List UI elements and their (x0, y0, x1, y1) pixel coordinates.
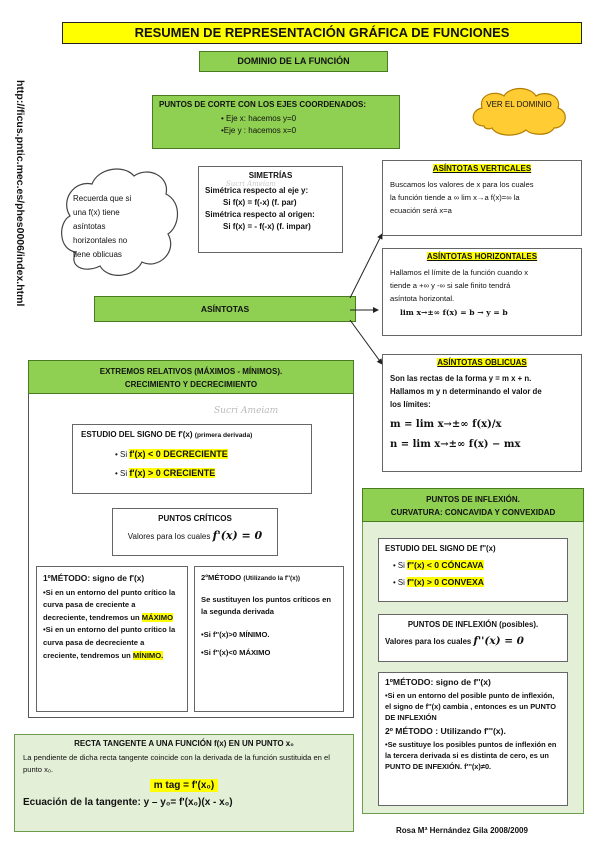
side-url[interactable]: http://ficus.pntic.mec.es/phes0006/index… (14, 80, 26, 307)
estudio1-prefix: • Si (115, 469, 128, 478)
recuerda-cloud (61, 168, 179, 276)
metodo1-title: 1ºMÉTODO: signo de f'(x) (43, 573, 145, 583)
simetrias-title: SIMETRÍAS (248, 171, 293, 180)
cortes-box: PUNTOS DE CORTE CON LOS EJES COORDENADOS… (152, 95, 400, 149)
horizontales-title: ASÍNTOTAS HORIZONTALES (426, 252, 538, 261)
simetrias-line: Si f(x) = f(-x) (f. par) (223, 198, 297, 207)
extremos-header: EXTREMOS RELATIVOS (MÁXIMOS - MÍNIMOS). … (28, 360, 354, 394)
horizontales-formula: lim x→±∞ f(x) = b → y = b (400, 308, 508, 317)
inflexion-title1: PUNTOS DE INFLEXIÓN. (426, 495, 520, 504)
metodo2-note: (Utilizando la f''(x)) (243, 575, 300, 582)
cloud-line: Recuerda que si (73, 194, 132, 203)
verticales-line: ecuación será x=a (390, 206, 452, 215)
inflexion-header: PUNTOS DE INFLEXIÓN. CURVATURA: CONCAVID… (362, 488, 584, 522)
metodos-inf-t2: 2º MÉTODO : Utilizando f'''(x). (385, 726, 506, 736)
verticales-line: Buscamos los valores de x para los cuale… (390, 180, 534, 189)
tangente-box: RECTA TANGENTE A UNA FUNCIÓN f(x) EN UN … (14, 734, 354, 832)
pinflex-box: PUNTOS DE INFLEXIÓN (posibles). Valores … (378, 614, 568, 662)
metodo2-item: •Si f''(x)<0 MÁXIMO (201, 647, 271, 657)
metodo2-p: Se sustituyen los puntos críticos en la … (201, 594, 331, 617)
asintotas-box: ASÍNTOTAS (94, 296, 356, 322)
asintotas-arrows (349, 233, 383, 365)
criticos-title: PUNTOS CRÍTICOS (158, 514, 232, 523)
oblicuas-line: los límites: (390, 400, 431, 409)
oblicuas-title: ASÍNTOTAS OBLICUAS (437, 358, 527, 367)
pinflex-text: Valores para los cuales (385, 637, 472, 646)
extremos-title2: CRECIMIENTO Y DECRECIMIENTO (124, 380, 258, 389)
author: Rosa Mª Hernández Gila 2008/2009 (396, 826, 528, 835)
estudio2-item: f''(x) > 0 CONVEXA (407, 577, 484, 587)
metodos-inf-box: 1ºMÉTODO: signo de f''(x) •Si en un ento… (378, 672, 568, 806)
verticales-title: ASÍNTOTAS VERTICALES (432, 164, 532, 173)
cloud-line: horizontales no (73, 236, 128, 245)
horizontales-line: tiende a +∞ y -∞ si sale finito tendrá (390, 281, 511, 290)
estudio2-title: ESTUDIO DEL SIGNO DE f''(x) (385, 544, 496, 553)
simetrias-box: SIMETRÍAS Simétrica respecto al eje y: S… (198, 166, 343, 253)
oblicuas-box: ASÍNTOTAS OBLICUAS Son las rectas de la … (382, 354, 582, 472)
estudio1-note: (primera derivada) (194, 432, 253, 439)
metodos-inf-t1: 1ºMÉTODO: signo de f''(x) (385, 677, 491, 687)
oblicuas-m: m = lim x→±∞ f(x)/x (390, 419, 502, 430)
ver-dominio-cloud (472, 87, 566, 136)
cortes-item: • Eje x: hacemos y=0 (221, 114, 297, 123)
watermark: Sucri Ameiam (226, 180, 276, 188)
tangente-title: RECTA TANGENTE A UNA FUNCIÓN f(x) EN UN … (74, 739, 294, 748)
estudio2-box: ESTUDIO DEL SIGNO DE f''(x) • Si f''(x) … (378, 538, 568, 602)
estudio2-prefix: • Si (393, 578, 405, 587)
metodo2-box: 2ºMÉTODO (Utilizando la f''(x)) Se susti… (194, 566, 344, 712)
verticales-box: ASÍNTOTAS VERTICALES Buscamos los valore… (382, 160, 582, 236)
dominio-box: DOMINIO DE LA FUNCIÓN (199, 51, 388, 72)
pinflex-formula: f''(x) = 0 (473, 635, 524, 647)
metodo1-box: 1ºMÉTODO: signo de f'(x) •Si en un entor… (36, 566, 188, 712)
estudio1-title: ESTUDIO DEL SIGNO DE f'(x) (81, 430, 193, 439)
pinflex-title: PUNTOS DE INFLEXIÓN (posibles). (407, 620, 539, 629)
estudio2-prefix: • Si (393, 561, 405, 570)
metodo1-min: MÍNIMO. (132, 650, 164, 660)
criticos-box: PUNTOS CRÍTICOS Valores para los cuales … (112, 508, 278, 556)
inflexion-title2: CURVATURA: CONCAVIDA Y CONVEXIDAD (390, 508, 556, 517)
cloud-line: tiene oblicuas (73, 250, 122, 259)
oblicuas-line: Hallamos m y n determinando el valor de (390, 387, 542, 396)
cloud-line: una f(x) tiene (73, 208, 120, 217)
cortes-title: PUNTOS DE CORTE CON LOS EJES COORDENADOS… (159, 100, 366, 109)
cortes-item: •Eje y : hacemos x=0 (221, 126, 297, 135)
estudio1-item: f'(x) < 0 DECRECIENTE (129, 449, 228, 459)
oblicuas-n: n = lim x→±∞ f(x) − mx (390, 439, 521, 450)
cloud-line: asíntotas (73, 222, 106, 231)
verticales-line: la función tiende a ∞ lim x→a f(x)=∞ la (390, 193, 520, 202)
metodo1-p2: •Si en un entorno del punto crítico la c… (43, 625, 176, 660)
simetrias-line: Simétrica respecto al eje y: (205, 186, 309, 195)
estudio2-item: f''(x) < 0 CÓNCAVA (407, 560, 484, 570)
simetrias-line: Si f(x) = - f(-x) (f. impar) (223, 222, 311, 231)
page-title: RESUMEN DE REPRESENTACIÓN GRÁFICA DE FUN… (62, 22, 582, 44)
metodo2-item: •Si f''(x)>0 MÍNIMO. (201, 629, 270, 639)
estudio1-box: ESTUDIO DEL SIGNO DE f'(x) (primera deri… (72, 424, 312, 494)
estudio1-item: f'(x) > 0 CRECIENTE (129, 468, 216, 478)
criticos-text: Valores para los cuales (127, 532, 211, 541)
metodos-inf-p2: •Se sustituye los posibles puntos de inf… (385, 740, 557, 771)
ver-dominio-text[interactable]: VER EL DOMINIO (486, 100, 552, 109)
oblicuas-line: Son las rectas de la forma y = m x + n. (390, 374, 532, 383)
extremos-title1: EXTREMOS RELATIVOS (MÁXIMOS - MÍNIMOS). (99, 367, 283, 376)
criticos-formula: f'(x) = 0 (212, 529, 263, 542)
metodo1-max: MÁXIMO (141, 612, 173, 622)
horizontales-line: Hallamos el límite de la función cuando … (390, 268, 529, 277)
tangente-p: La pendiente de dicha recta tangente coi… (23, 753, 330, 774)
tangente-eq: Ecuación de la tangente: y – y₀= f'(x₀)(… (23, 797, 233, 808)
metodo1-p1: •Si en un entorno del punto crítico la c… (43, 587, 176, 622)
tangente-m: m tag = f'(x₀) (149, 779, 219, 792)
watermark: Sucri Ameiam (214, 406, 279, 416)
horizontales-box: ASÍNTOTAS HORIZONTALES Hallamos el límit… (382, 248, 582, 336)
horizontales-line: asíntota horizontal. (390, 294, 455, 303)
metodo2-title: 2ºMÉTODO (201, 573, 242, 582)
recuerda-text: Recuerda que si una f(x) tiene asíntotas… (73, 192, 169, 262)
simetrias-line: Simétrica respecto al origen: (205, 210, 315, 219)
metodos-inf-p1: •Si en un entorno del posible punto de i… (385, 691, 556, 722)
estudio1-prefix: • Si (115, 450, 128, 459)
